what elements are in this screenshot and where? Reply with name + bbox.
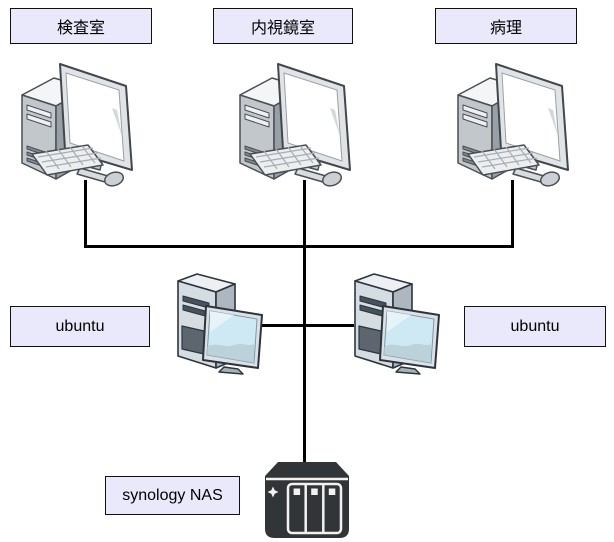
server-workstation-icon [172,272,267,377]
lan-bus-line [84,245,514,248]
label-ubuntu-left-text: ubuntu [55,317,105,335]
label-ubuntu-left: ubuntu [10,306,150,347]
label-pathology-text: 病理 [489,20,522,37]
backbone-line [303,180,306,462]
desktop-computer-icon [226,58,376,193]
desktop-computer-art [21,63,133,187]
label-endoscopy-room-text: 内視鏡室 [250,20,315,37]
desktop-computer-art [239,63,351,187]
link-exam-pc-line [84,180,87,248]
label-synology-nas-text: synology NAS [122,486,223,504]
server-workstation-icon [349,272,444,377]
label-exam-room: 検査室 [10,8,152,44]
desktop-computer-icon [444,58,594,193]
label-ubuntu-right-text: ubuntu [510,317,560,335]
label-pathology: 病理 [435,8,577,44]
label-synology-nas: synology NAS [105,476,240,515]
server-workstation-art [177,273,263,375]
desktop-computer-art [457,63,569,187]
desktop-computer-icon [8,58,158,193]
server-workstation-art [354,273,440,375]
link-pathology-pc-line [511,180,514,248]
nas-art [265,462,349,538]
label-exam-room-text: 検査室 [56,20,105,37]
label-ubuntu-right: ubuntu [464,306,606,347]
server-link-line [260,324,354,327]
nas-icon [262,461,352,539]
label-endoscopy-room: 内視鏡室 [213,8,353,44]
